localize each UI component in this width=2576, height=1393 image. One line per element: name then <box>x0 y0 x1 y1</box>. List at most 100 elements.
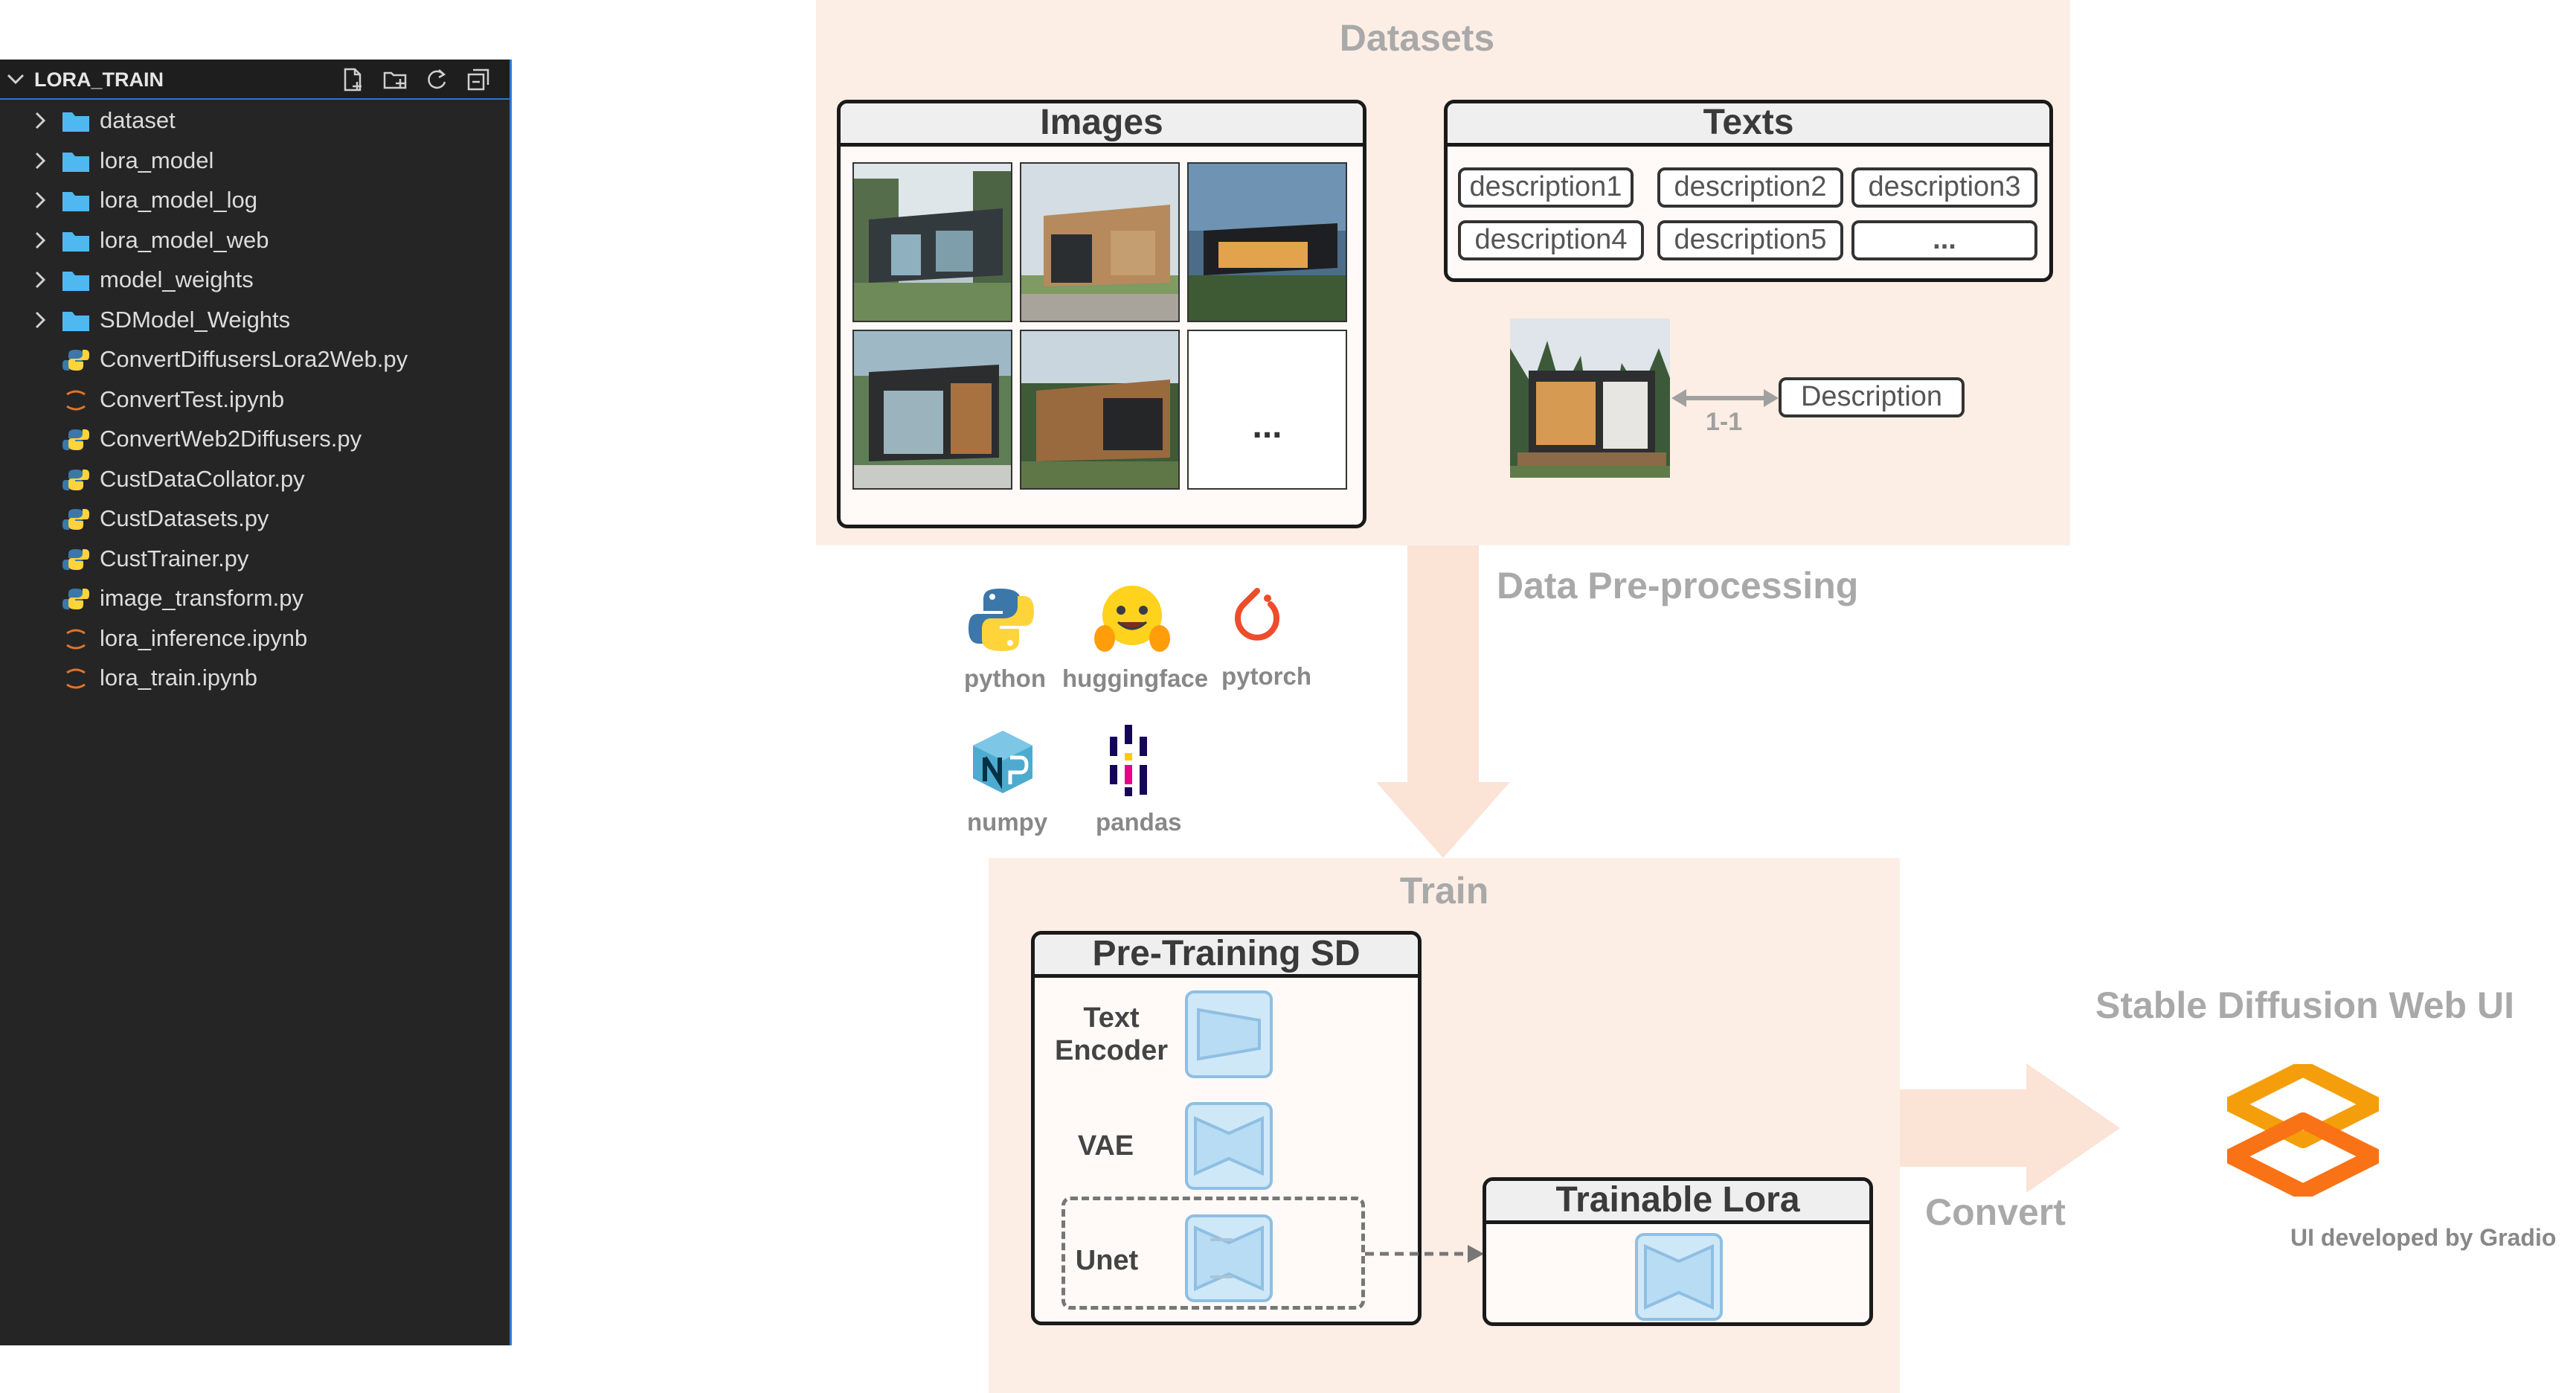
preprocessing-title: Data Pre-processing <box>1497 565 1859 606</box>
explorer-title: LORA_TRAIN <box>34 68 164 91</box>
folder-icon <box>62 152 89 172</box>
description-pill-3: description3 <box>1851 167 2037 208</box>
house-image-2 <box>1020 162 1180 322</box>
description-pill-2: description2 <box>1657 167 1843 208</box>
explorer-item-label: CustDataCollator.py <box>100 465 305 492</box>
chevron-right-icon[interactable] <box>33 150 48 171</box>
folder-icon <box>62 311 89 331</box>
house-image-3 <box>1187 162 1347 322</box>
chevron-right-icon[interactable] <box>33 230 48 251</box>
explorer-folder-item[interactable]: dataset <box>0 101 510 141</box>
explorer-item-label: ConvertTest.ipynb <box>100 385 285 412</box>
house-image-5 <box>1020 330 1180 490</box>
vae-block <box>1185 1102 1273 1190</box>
explorer-item-label: model_weights <box>100 266 254 292</box>
description-pill-1: description1 <box>1458 167 1634 208</box>
explorer-header[interactable]: LORA_TRAIN <box>0 60 510 100</box>
explorer-item-label: CustTrainer.py <box>100 545 249 571</box>
explorer-folder-item[interactable]: lora_model <box>0 141 510 181</box>
description-pair-pill: Description <box>1779 377 1965 417</box>
house-image-1 <box>852 162 1012 322</box>
explorer-folder-item[interactable]: lora_model_log <box>0 181 510 220</box>
explorer-folder-item[interactable]: model_weights <box>0 260 510 300</box>
explorer-item-label: lora_model <box>100 147 214 173</box>
python-icon <box>969 589 1034 651</box>
webui-title: Stable Diffusion Web UI <box>2095 984 2514 1026</box>
vae-label: VAE <box>1077 1130 1134 1162</box>
folder-icon <box>62 192 89 211</box>
explorer-file-item[interactable]: ConvertWeb2Diffusers.py <box>0 420 510 459</box>
chevron-right-icon[interactable] <box>33 190 48 211</box>
pair-ratio-label: 1-1 <box>1706 408 1743 436</box>
one-to-one-arrow <box>1671 389 1779 407</box>
pytorch-icon <box>1235 588 1279 641</box>
file-tree: dataset lora_model lora_model_log lora_mode… <box>0 101 510 771</box>
numpy-label: numpy <box>967 808 1048 836</box>
gradio-credit: UI developed by Gradio <box>2290 1224 2557 1251</box>
text-encoder-block <box>1185 990 1273 1078</box>
explorer-item-label: lora_model_log <box>100 187 257 213</box>
folder-icon <box>62 231 89 252</box>
python-file-icon <box>62 589 89 609</box>
collapse-all-icon[interactable] <box>466 67 491 92</box>
pandas-icon <box>1110 725 1147 796</box>
description-pill-5: description5 <box>1657 220 1843 260</box>
description-pill-more: ... <box>1851 220 2037 260</box>
python-file-icon <box>62 350 89 371</box>
chevron-right-icon[interactable] <box>33 110 48 131</box>
images-more-text: ... <box>1252 406 1282 446</box>
explorer-file-item[interactable]: CustDataCollator.py <box>0 460 510 499</box>
new-folder-icon[interactable] <box>382 67 408 92</box>
unet-dashed-frame <box>1061 1197 1365 1310</box>
python-file-icon <box>62 548 89 570</box>
explorer-file-item[interactable]: CustDatasets.py <box>0 499 510 539</box>
explorer-item-label: image_transform.py <box>100 585 303 611</box>
pretraining-sd-title: Pre-Training SD <box>1035 935 1418 978</box>
numpy-icon <box>973 731 1032 793</box>
huggingface-icon <box>1094 586 1170 652</box>
house-image-4 <box>852 330 1012 490</box>
refresh-icon[interactable] <box>424 67 449 92</box>
chevron-down-icon[interactable] <box>6 71 25 86</box>
gradio-logo-icon <box>2227 1064 2379 1197</box>
trainable-lora-title: Trainable Lora <box>1486 1181 1869 1224</box>
lora-block <box>1635 1233 1723 1321</box>
text-encoder-label: Text Encoder <box>1054 1002 1169 1066</box>
unet-label: Unet <box>1075 1245 1139 1276</box>
new-file-icon[interactable] <box>341 67 366 92</box>
explorer-item-label: CustDatasets.py <box>100 505 269 531</box>
explorer-file-item[interactable]: lora_inference.ipynb <box>0 619 510 659</box>
explorer-folder-item[interactable]: lora_model_web <box>0 221 510 260</box>
datasets-to-train-arrow <box>1376 545 1510 858</box>
explorer-file-item[interactable]: lora_train.ipynb <box>0 659 510 698</box>
more-images-placeholder: ... <box>1187 330 1347 490</box>
explorer-item-label: ConvertWeb2Diffusers.py <box>100 426 362 452</box>
explorer-item-label: ConvertDiffusersLora2Web.py <box>100 346 408 372</box>
description-pill-4: description4 <box>1458 220 1644 260</box>
explorer-file-item[interactable]: ConvertDiffusersLora2Web.py <box>0 340 510 380</box>
explorer-item-label: lora_model_web <box>100 226 269 253</box>
explorer-item-label: dataset <box>100 107 176 133</box>
python-file-icon <box>62 469 89 490</box>
explorer-file-item[interactable]: CustTrainer.py <box>0 539 510 579</box>
images-title: Images <box>841 103 1363 147</box>
train-title: Train <box>1399 870 1489 912</box>
explorer-item-label: lora_inference.ipynb <box>100 624 308 651</box>
convert-label: Convert <box>1925 1191 2066 1233</box>
chevron-right-icon[interactable] <box>33 310 48 330</box>
explorer-file-item[interactable]: ConvertTest.ipynb <box>0 380 510 420</box>
explorer-file-item[interactable]: image_transform.py <box>0 579 510 618</box>
datasets-title: Datasets <box>1339 17 1495 59</box>
python-file-icon <box>62 509 89 530</box>
notebook-file-icon <box>66 668 86 689</box>
notebook-file-icon <box>66 390 86 410</box>
convert-arrow <box>1900 1063 2120 1193</box>
explorer-folder-item[interactable]: SDModel_Weights <box>0 301 510 340</box>
huggingface-label: huggingface <box>1062 665 1209 692</box>
sample-house-image <box>1510 318 1670 478</box>
folder-icon <box>62 272 89 291</box>
chevron-right-icon[interactable] <box>33 269 48 290</box>
folder-icon <box>62 112 89 132</box>
unet-block <box>1185 1214 1273 1302</box>
python-file-icon <box>62 429 89 450</box>
